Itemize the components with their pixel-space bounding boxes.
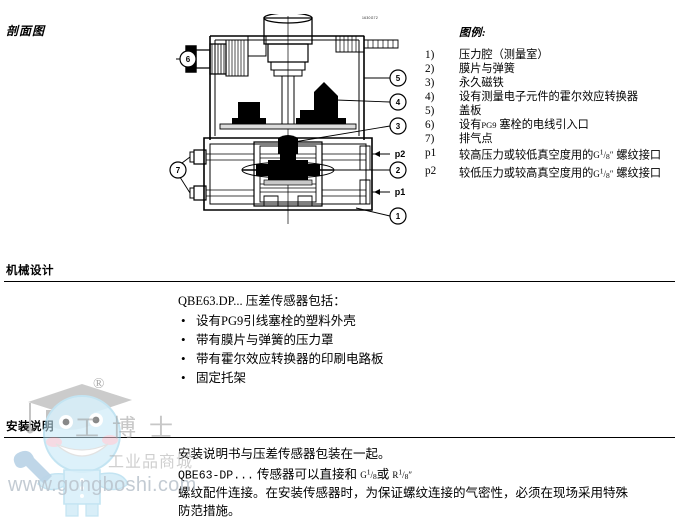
callout-2-circle [389, 161, 407, 179]
callout-5-circle [389, 69, 407, 87]
watermark-url: www.gongboshi.com [8, 474, 197, 496]
mechanical-bullet-list: 设有PG9引线塞栓的塑料外壳 带有膜片与弹簧的压力罩 带有霍尔效应转换器的印刷电… [178, 311, 648, 388]
mechanical-lead: QBE63.DP... 压差传感器包括： [178, 294, 346, 308]
legend-key: 3) [425, 77, 435, 89]
legend-key: 5) [425, 105, 435, 117]
legend-key: p2 [425, 165, 437, 178]
installation-line-3: 防范措施。 [178, 503, 241, 518]
thread-size: G1/8″ [593, 166, 614, 180]
callout-1-circle [389, 207, 407, 225]
list-item: 带有霍尔效应转换器的印刷电路板 [178, 349, 648, 369]
callout-3-circle [389, 117, 407, 135]
callout-1-label: 1 [396, 212, 401, 221]
legend-key: 6) [425, 119, 435, 131]
figure-code: 1630G72 [362, 16, 379, 20]
legend-item-p1: p1 较高压力或较低真空度用的G1/8″ 螺纹接口 [425, 146, 675, 164]
list-item: 设有PG9引线塞栓的塑料外壳 [178, 311, 648, 331]
callout-5-label: 5 [396, 74, 401, 83]
section-mechanical-design: 机械设计 [0, 262, 677, 282]
watermark-registered-mark: ® [93, 376, 105, 392]
section-heading: 机械设计 [6, 265, 54, 277]
legend-item: 4) 设有测量电子元件的霍尔效应转换器 [425, 90, 675, 104]
legend-item: 7) 排气点 [425, 132, 675, 146]
callout-6-circle [179, 50, 197, 68]
legend-value: 较高压力或较低真空度用的G1/8″ 螺纹接口 [459, 148, 662, 162]
legend-key: 7) [425, 133, 435, 145]
callout-2-label: 2 [396, 166, 401, 175]
legend-value: 盖板 [459, 105, 482, 117]
legend-value: 压力腔（测量室） [459, 49, 549, 61]
section-rule [4, 437, 675, 438]
list-item: 固定托架 [178, 368, 648, 388]
legend-value: 设有测量电子元件的霍尔效应转换器 [459, 91, 639, 103]
legend-item: 6) 设有PG9 塞栓的电线引入口 [425, 118, 675, 132]
legend-value: 膜片与弹簧 [459, 63, 515, 75]
legend-value: 排气点 [459, 133, 493, 145]
thread-size-r: R1/8″ [392, 467, 413, 481]
callout-7-label: 7 [176, 166, 181, 175]
section-installation: 安装说明 [0, 418, 677, 438]
thread-size: G1/8″ [593, 148, 614, 162]
mechanical-design-body: QBE63.DP... 压差传感器包括： 设有PG9引线塞栓的塑料外壳 带有膜片… [178, 293, 648, 388]
legend-key: p1 [425, 147, 437, 159]
legend-item: 2) 膜片与弹簧 [425, 62, 675, 76]
legend-key: 4) [425, 91, 435, 103]
installation-line-2: 螺纹配件连接。在安装传感器时，为保证螺纹连接的气密性，必须在现场采用特殊 [178, 486, 629, 501]
callout-6-label: 6 [186, 55, 191, 64]
callout-4-circle [389, 93, 407, 111]
legend-key: 2) [425, 63, 435, 75]
mascot-icon [13, 384, 132, 517]
legend-title: 图例: [459, 27, 487, 39]
legend-item: 1) 压力腔（测量室） [425, 48, 675, 62]
callout-p1-label: p1 [395, 187, 406, 197]
installation-model-line: QBE63-DP... 传感器可以直接和 G1/8或 R1/8″ [178, 466, 413, 482]
legend-item: 5) 盖板 [425, 104, 675, 118]
callout-3-label: 3 [396, 122, 401, 131]
legend-value: 永久磁铁 [459, 77, 504, 89]
legend-value: 较低压力或较高真空度用的G1/8″ 螺纹接口 [459, 166, 662, 180]
installation-line-1: 安装说明书与压差传感器包装在一起。 [178, 447, 391, 461]
section-rule [4, 281, 675, 282]
figure-title: 剖面图 [6, 24, 46, 38]
figure-legend: 图例: 1) 压力腔（测量室） 2) 膜片与弹簧 3) 永久磁铁 4) 设有测量… [425, 24, 675, 182]
callout-p2-label: p2 [395, 149, 406, 159]
legend-key: 1) [425, 49, 435, 61]
callout-7-circle [169, 161, 187, 179]
legend-value: 设有PG9 塞栓的电线引入口 [459, 119, 589, 131]
list-item: 带有膜片与弹簧的压力罩 [178, 330, 648, 350]
legend-item-p2: p2 较低压力或较高真空度用的G1/8″ 螺纹接口 [425, 164, 675, 182]
cross-section-drawing: 6 7 5 4 3 2 1 p2 p1 [168, 14, 408, 226]
callout-4-label: 4 [396, 98, 401, 107]
thread-size-g: G1/8 [360, 467, 377, 481]
installation-body: 安装说明书与压差传感器包装在一起。 QBE63-DP... 传感器可以直接和 G… [178, 446, 677, 520]
model-number: QBE63-DP... [178, 468, 254, 482]
section-heading: 安装说明 [6, 421, 54, 433]
legend-item: 3) 永久磁铁 [425, 76, 675, 90]
